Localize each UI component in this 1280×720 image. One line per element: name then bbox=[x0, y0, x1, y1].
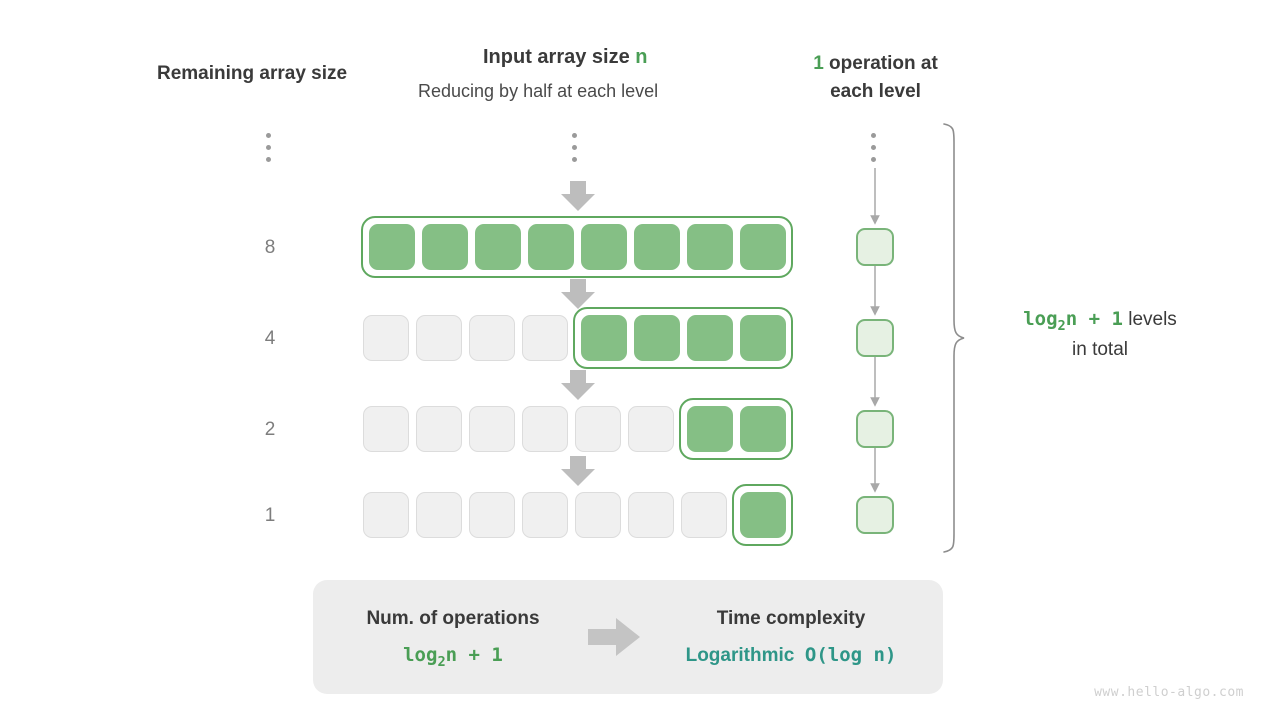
dot bbox=[572, 145, 577, 150]
summary-left-title: Num. of operations bbox=[366, 608, 540, 629]
operation-box-level-4[interactable] bbox=[856, 319, 894, 357]
array-cell-row8-1[interactable] bbox=[422, 224, 468, 270]
array-cell-row1-2[interactable] bbox=[469, 492, 515, 538]
array-cell-row1-7[interactable] bbox=[740, 492, 786, 538]
header-input-array-size: Input array size n bbox=[483, 46, 648, 69]
dot bbox=[572, 157, 577, 162]
row-label-8: 8 bbox=[264, 237, 276, 258]
summary-right-value-word: Logarithmic bbox=[685, 645, 795, 666]
header-input-array-subtitle: Reducing by half at each level bbox=[418, 81, 659, 101]
header-remaining-array-size: Remaining array size bbox=[157, 63, 348, 84]
array-cell-row8-7[interactable] bbox=[740, 224, 786, 270]
array-cell-row1-0[interactable] bbox=[363, 492, 409, 538]
row-label-2: 2 bbox=[264, 419, 276, 440]
array-cell-row4-5[interactable] bbox=[634, 315, 680, 361]
array-cell-row4-3[interactable] bbox=[522, 315, 568, 361]
array-cell-row1-4[interactable] bbox=[575, 492, 621, 538]
dot bbox=[871, 145, 876, 150]
array-cell-row4-4[interactable] bbox=[581, 315, 627, 361]
operation-box-level-2[interactable] bbox=[856, 410, 894, 448]
right-brace-icon bbox=[943, 123, 965, 553]
array-cell-row2-0[interactable] bbox=[363, 406, 409, 452]
arrow-down-icon-to-row-1 bbox=[561, 456, 595, 486]
group-outline-row-1 bbox=[732, 484, 793, 546]
arrow-right-icon bbox=[588, 618, 640, 656]
array-cell-row2-4[interactable] bbox=[575, 406, 621, 452]
header-input-array-size-accent: n bbox=[635, 46, 648, 68]
arrow-down-icon-to-row-4 bbox=[561, 279, 595, 309]
levels-formula: log2n + 1 bbox=[1023, 308, 1123, 334]
group-outline-row-2 bbox=[679, 398, 793, 460]
header-operations-accent: 1 bbox=[813, 53, 824, 74]
group-outline-row-8 bbox=[361, 216, 793, 278]
operation-box-level-8[interactable] bbox=[856, 228, 894, 266]
dot bbox=[266, 157, 271, 162]
array-cell-row2-7[interactable] bbox=[740, 406, 786, 452]
array-cell-row8-5[interactable] bbox=[634, 224, 680, 270]
row-label-1: 1 bbox=[264, 505, 276, 526]
array-cell-row4-0[interactable] bbox=[363, 315, 409, 361]
group-outline-row-4 bbox=[573, 307, 793, 369]
dot bbox=[266, 145, 271, 150]
array-cell-row2-3[interactable] bbox=[522, 406, 568, 452]
dot bbox=[572, 133, 577, 138]
dot bbox=[871, 157, 876, 162]
operation-column-connectors bbox=[870, 168, 880, 493]
array-cell-row2-1[interactable] bbox=[416, 406, 462, 452]
array-cell-row8-4[interactable] bbox=[581, 224, 627, 270]
summary-right-value-bigo: O(log n) bbox=[804, 644, 897, 666]
summary-right-column: Time complexity Logarithmic O(log n) bbox=[668, 608, 914, 667]
array-cell-row1-1[interactable] bbox=[416, 492, 462, 538]
header-input-array-size-text: Input array size bbox=[483, 46, 636, 68]
ellipsis-array-column bbox=[572, 133, 579, 169]
levels-label: levels bbox=[1122, 309, 1177, 330]
arrow-down-icon-to-row-8 bbox=[561, 181, 595, 211]
array-cell-row4-2[interactable] bbox=[469, 315, 515, 361]
ellipsis-left-column bbox=[266, 133, 273, 169]
array-cell-row4-1[interactable] bbox=[416, 315, 462, 361]
array-cell-row8-0[interactable] bbox=[369, 224, 415, 270]
array-cell-row1-3[interactable] bbox=[522, 492, 568, 538]
row-label-4: 4 bbox=[264, 328, 276, 349]
summary-right-title: Time complexity bbox=[716, 608, 866, 629]
arrow-down-icon-to-row-2 bbox=[561, 370, 595, 400]
header-operations-line1: operation at bbox=[823, 53, 938, 74]
header-operations-per-level: 1 operation at each level bbox=[798, 50, 953, 105]
array-cell-row8-3[interactable] bbox=[528, 224, 574, 270]
dot bbox=[871, 133, 876, 138]
array-cell-row8-2[interactable] bbox=[475, 224, 521, 270]
levels-annotation: log2n + 1 levels in total bbox=[985, 305, 1215, 365]
levels-label-line2: in total bbox=[1072, 339, 1128, 361]
array-cell-row1-6[interactable] bbox=[681, 492, 727, 538]
summary-right-value: Logarithmic O(log n) bbox=[668, 644, 914, 667]
summary-left-value: log2n + 1 bbox=[403, 644, 503, 670]
operation-box-level-1[interactable] bbox=[856, 496, 894, 534]
dot bbox=[266, 133, 271, 138]
array-cell-row2-5[interactable] bbox=[628, 406, 674, 452]
array-cell-row8-6[interactable] bbox=[687, 224, 733, 270]
array-cell-row4-7[interactable] bbox=[740, 315, 786, 361]
array-cell-row2-2[interactable] bbox=[469, 406, 515, 452]
array-cell-row4-6[interactable] bbox=[687, 315, 733, 361]
ellipsis-operation-column bbox=[871, 133, 878, 169]
array-cell-row2-6[interactable] bbox=[687, 406, 733, 452]
summary-left-column: Num. of operations log2n + 1 bbox=[330, 608, 576, 670]
array-cell-row1-5[interactable] bbox=[628, 492, 674, 538]
watermark: www.hello-algo.com bbox=[1094, 685, 1244, 700]
header-operations-line2: each level bbox=[830, 80, 921, 102]
